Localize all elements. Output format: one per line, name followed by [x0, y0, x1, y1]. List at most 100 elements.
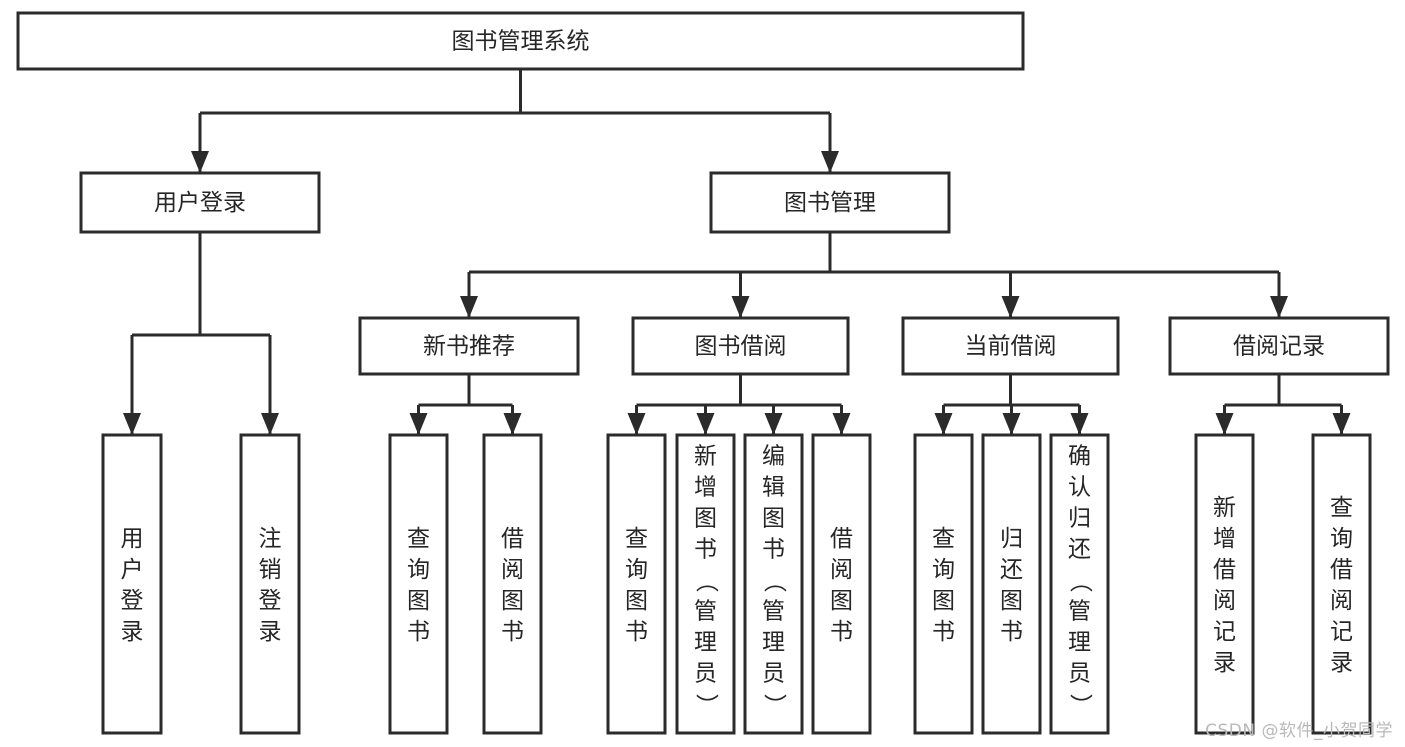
node-leaf-query-record-label-char: 询 — [1330, 526, 1353, 552]
node-leaf-add-book-label-char: ） — [693, 694, 719, 717]
node-leaf-user-logout-label-char: 注 — [259, 526, 282, 552]
node-leaf-add-book-label-char: 理 — [694, 630, 717, 656]
node-leaf-confirm-return-label-char: 认 — [1068, 475, 1091, 501]
node-leaf-add-record-label-char: 增 — [1213, 526, 1236, 552]
node-user-login-label: 用户登录 — [154, 190, 246, 216]
node-leaf-return-book-label-char: 图 — [1000, 588, 1023, 614]
node-leaf-return-book-label-char: 书 — [1000, 619, 1023, 645]
node-leaf-query-book-1-label-char: 询 — [407, 557, 430, 583]
node-leaf-user-login-label-char: 录 — [121, 619, 144, 645]
node-leaf-add-book-label-char: 管 — [694, 599, 717, 625]
node-leaf-edit-book-label-char: 辑 — [762, 475, 785, 501]
node-leaf-confirm-return-label-char: 员 — [1068, 661, 1091, 687]
node-book-management[interactable]: 图书管理 — [709, 171, 951, 234]
conn-book-borrow-to-leaves-arrow-1 — [696, 413, 715, 435]
conn-root-to-level2-arrow-1 — [821, 151, 839, 173]
node-leaf-return-book-label-char: 归 — [1000, 526, 1023, 552]
node-leaf-query-book-2-label-char: 询 — [625, 557, 648, 583]
node-leaf-add-record-label-char: 阅 — [1213, 588, 1236, 614]
node-borrow-record-label: 借阅记录 — [1233, 334, 1325, 360]
boxes-layer: 图书管理系统用户登录图书管理新书推荐图书借阅当前借阅借阅记录用户登录注销登录查询… — [16, 11, 1390, 735]
node-new-book-recommend[interactable]: 新书推荐 — [358, 316, 580, 376]
conn-borrow-record-to-leaves-arrow-1 — [1332, 413, 1351, 435]
node-user-login[interactable]: 用户登录 — [79, 171, 321, 234]
conn-borrow-record-to-leaves-arrow-0 — [1215, 413, 1234, 435]
node-leaf-add-record-label-char: 录 — [1213, 650, 1236, 676]
node-leaf-edit-book-label-char: 图 — [762, 506, 785, 532]
node-leaf-borrow-book-1-label-char: 阅 — [501, 557, 524, 583]
conn-book-management-to-level3-arrow-3 — [1270, 296, 1288, 318]
node-leaf-user-logout-label-char: 销 — [259, 557, 282, 583]
node-leaf-query-record-label-char: 查 — [1330, 495, 1353, 521]
node-leaf-edit-book-label-char: 员 — [762, 661, 785, 687]
node-leaf-query-book-2-label-char: 书 — [625, 619, 648, 645]
conn-user-login-to-leaves-arrow-1 — [261, 413, 279, 435]
node-leaf-query-book-2-label-char: 查 — [625, 526, 648, 552]
node-new-book-recommend-label: 新书推荐 — [423, 334, 515, 360]
node-leaf-query-book-3-label-char: 书 — [932, 619, 955, 645]
node-borrow-record[interactable]: 借阅记录 — [1168, 316, 1390, 376]
node-root-book-management-system[interactable]: 图书管理系统 — [16, 11, 1025, 71]
node-leaf-add-book-label-char: （ — [693, 570, 719, 593]
node-leaf-borrow-book-1-label-char: 借 — [501, 526, 524, 552]
node-leaf-query-record-label-char: 记 — [1330, 619, 1353, 645]
node-leaf-add-book-label-char: 书 — [694, 537, 717, 563]
conn-book-borrow-to-leaves-arrow-3 — [832, 413, 851, 435]
node-leaf-edit-book-label-char: 书 — [762, 537, 785, 563]
node-leaf-query-book-1-label-char: 图 — [407, 588, 430, 614]
node-leaf-query-record-label-char: 阅 — [1330, 588, 1353, 614]
node-leaf-add-book-label-char: 增 — [694, 475, 717, 501]
node-leaf-confirm-return-label-char: 还 — [1068, 537, 1091, 563]
node-leaf-borrow-book-1-label-char: 图 — [501, 588, 524, 614]
node-leaf-user-logout-label-char: 登 — [259, 588, 282, 614]
node-leaf-confirm-return-label-char: ） — [1067, 694, 1093, 717]
node-leaf-borrow-book-2-label-char: 借 — [830, 526, 853, 552]
node-leaf-borrow-book-2-label-char: 图 — [830, 588, 853, 614]
node-book-borrow[interactable]: 图书借阅 — [631, 316, 850, 376]
node-leaf-edit-book-label-char: 管 — [762, 599, 785, 625]
connectors-layer — [123, 69, 1351, 435]
node-leaf-add-book-label-char: 图 — [694, 506, 717, 532]
node-leaf-user-login[interactable]: 用户登录 — [101, 433, 163, 735]
csdn-watermark: CSDN @软件_小贺同学 — [1205, 721, 1393, 741]
node-leaf-confirm-return-label-char: 归 — [1068, 506, 1091, 532]
node-book-management-label: 图书管理 — [784, 190, 876, 216]
node-leaf-add-record-label-char: 新 — [1213, 495, 1236, 521]
node-leaf-edit-book-label-char: 编 — [762, 444, 785, 470]
node-leaf-borrow-book-2-label-char: 书 — [830, 619, 853, 645]
node-leaf-borrow-book-2-label-char: 阅 — [830, 557, 853, 583]
node-leaf-query-record-label-char: 录 — [1330, 650, 1353, 676]
node-leaf-query-book-1-label-char: 书 — [407, 619, 430, 645]
node-leaf-confirm-return-label-char: 理 — [1068, 630, 1091, 656]
conn-book-management-to-level3-arrow-1 — [731, 296, 750, 318]
node-current-borrow-label: 当前借阅 — [965, 334, 1057, 360]
node-book-borrow-label: 图书借阅 — [695, 334, 787, 360]
node-root-book-management-system-label: 图书管理系统 — [452, 29, 590, 55]
conn-root-to-level2-arrow-0 — [191, 151, 209, 173]
node-current-borrow[interactable]: 当前借阅 — [901, 316, 1120, 376]
conn-current-borrow-to-leaves-arrow-0 — [934, 413, 953, 435]
conn-book-borrow-to-leaves-arrow-2 — [764, 413, 783, 435]
conn-book-borrow-to-leaves-arrow-0 — [627, 413, 646, 435]
node-leaf-add-record-label-char: 记 — [1213, 619, 1236, 645]
node-leaf-user-login-label-char: 户 — [121, 557, 144, 583]
conn-book-management-to-level3-arrow-2 — [1001, 296, 1020, 318]
node-leaf-add-book-label-char: 新 — [694, 444, 717, 470]
node-leaf-add-record-label-char: 借 — [1213, 557, 1236, 583]
node-leaf-query-book-3-label-char: 查 — [932, 526, 955, 552]
node-leaf-edit-book-label-char: 理 — [762, 630, 785, 656]
node-leaf-edit-book-label-char: （ — [761, 570, 787, 593]
